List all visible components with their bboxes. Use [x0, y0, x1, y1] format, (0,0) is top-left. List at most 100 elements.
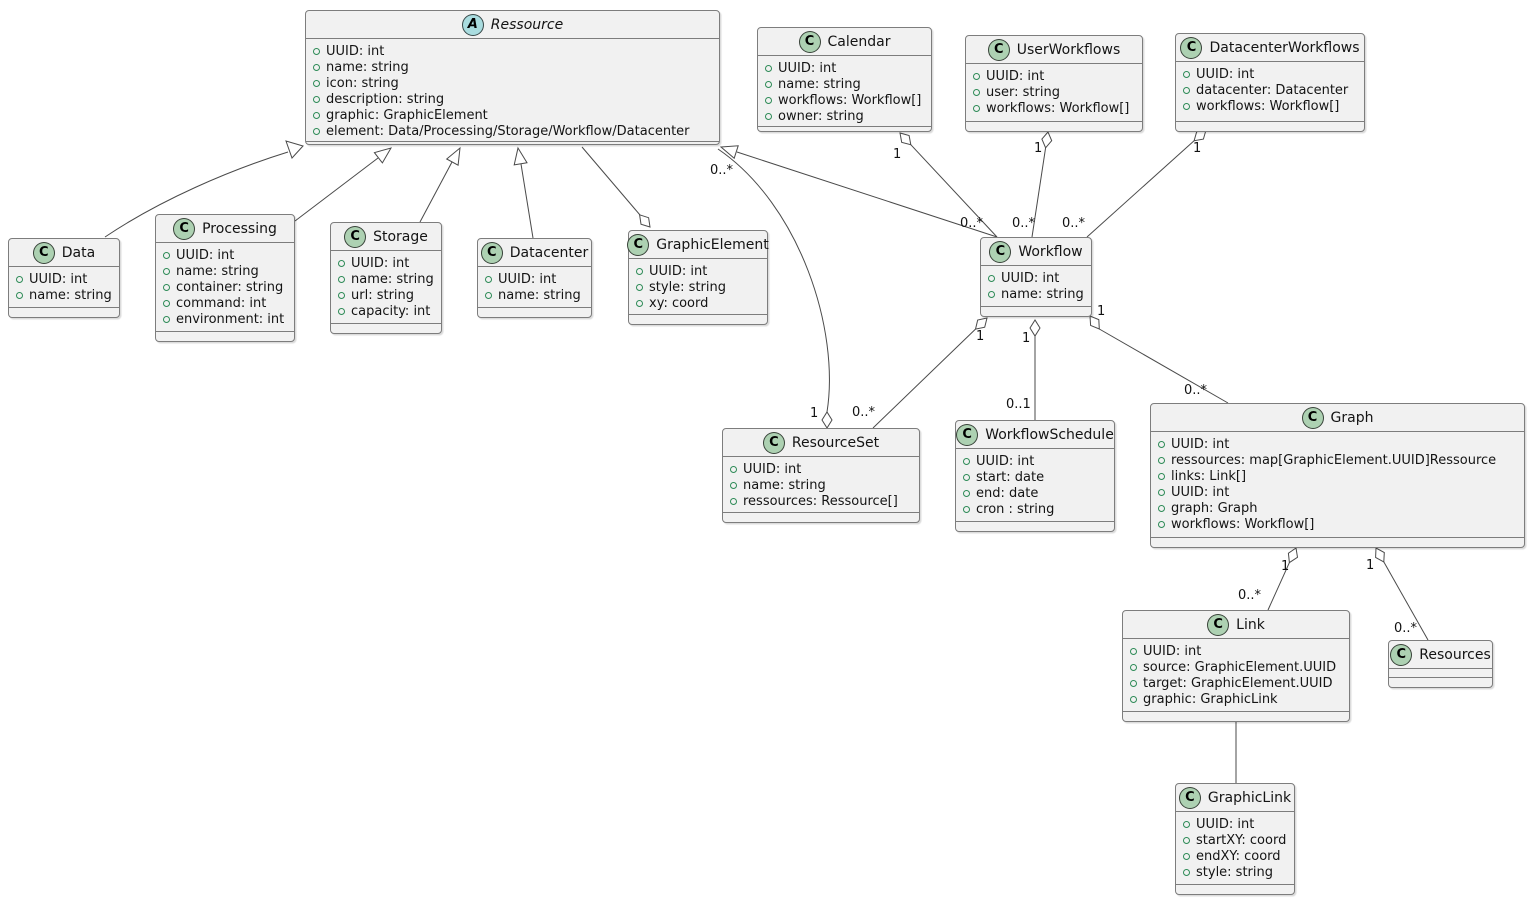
class-data: C Data UUID: int name: string — [8, 238, 120, 318]
attribute: name: string — [498, 287, 581, 303]
class-methods-compartment — [9, 307, 119, 317]
class-attributes: UUID: int name: string ressources: Resso… — [723, 457, 919, 512]
edge-datacenter-extends-ressource — [513, 146, 534, 239]
edge-workflow-extends-ressource — [719, 145, 998, 238]
class-title: Datacenter — [509, 244, 589, 261]
multiplicity-label: 1 — [976, 329, 984, 344]
field-visibility-icon — [1158, 440, 1165, 448]
class-datacenterworkflows: C DatacenterWorkflows UUID: int datacent… — [1175, 33, 1365, 132]
class-attributes: UUID: int name: string icon: string desc… — [306, 39, 719, 141]
attribute: graphic: GraphicElement — [326, 107, 488, 123]
attribute: name: string — [326, 59, 409, 75]
generalization-arrowhead-icon — [719, 145, 739, 160]
class-methods-compartment — [629, 314, 767, 324]
field-visibility-icon — [1183, 820, 1190, 828]
field-visibility-icon — [973, 104, 980, 112]
attribute: icon: string — [326, 75, 399, 91]
attribute: name: string — [29, 287, 112, 303]
multiplicity-label: 0..1 — [1006, 397, 1031, 412]
field-visibility-icon — [16, 275, 23, 283]
field-visibility-icon — [313, 63, 320, 71]
class-link: C Link UUID: int source: GraphicElement.… — [1122, 610, 1350, 722]
field-visibility-icon — [1158, 472, 1165, 480]
class-title: Ressource — [490, 16, 564, 33]
class-title: Storage — [373, 228, 428, 245]
field-visibility-icon — [636, 267, 643, 275]
attribute: UUID: int — [176, 247, 235, 263]
attribute: user: string — [986, 84, 1060, 100]
class-methods-compartment — [758, 126, 931, 136]
field-visibility-icon — [313, 95, 320, 103]
aggregation-diamond-icon — [1089, 315, 1100, 330]
class-title: Resources — [1419, 646, 1491, 663]
attribute: name: string — [778, 76, 861, 92]
edge-processing-extends-ressource — [294, 147, 393, 222]
class-datacenter: C Datacenter UUID: int name: string — [477, 238, 592, 318]
edge-ressource-graphicelement — [581, 146, 651, 228]
field-visibility-icon — [963, 457, 970, 465]
attribute: datacenter: Datacenter — [1196, 82, 1349, 98]
attribute: UUID: int — [743, 461, 802, 477]
class-attributes: UUID: int ressources: map[GraphicElement… — [1151, 432, 1524, 537]
class-attributes: UUID: int style: string xy: coord — [629, 259, 767, 314]
class-title: Workflow — [1018, 243, 1083, 260]
edge-workflow-graph: 1 0..* — [1089, 304, 1229, 404]
class-methods-compartment — [156, 331, 294, 341]
field-visibility-icon — [1183, 70, 1190, 78]
class-attributes: UUID: int name: string container: string… — [156, 243, 294, 331]
class-title: ResourceSet — [791, 434, 880, 451]
class-title: Processing — [202, 220, 277, 237]
attribute: UUID: int — [1196, 66, 1255, 82]
class-attributes — [1389, 669, 1492, 677]
field-visibility-icon — [636, 299, 643, 307]
class-header: C Calendar — [758, 28, 931, 56]
class-title: Data — [61, 244, 96, 261]
class-header: C Processing — [156, 215, 294, 243]
field-visibility-icon — [313, 47, 320, 55]
class-title: GraphicElement — [656, 236, 769, 253]
multiplicity-label: 1 — [1022, 331, 1030, 346]
class-workflowschedule: C WorkflowSchedule UUID: int start: date… — [955, 420, 1115, 532]
attribute: UUID: int — [29, 271, 88, 287]
class-icon: C — [344, 225, 367, 248]
class-resources: C Resources — [1388, 640, 1493, 688]
class-methods-compartment — [1176, 121, 1364, 131]
field-visibility-icon — [338, 275, 345, 283]
aggregation-diamond-icon — [1375, 547, 1385, 563]
class-header: C Workflow — [981, 238, 1091, 266]
field-visibility-icon — [163, 283, 170, 291]
class-icon: C — [1178, 786, 1201, 809]
attribute: style: string — [1196, 864, 1274, 880]
class-title: WorkflowSchedule — [985, 426, 1114, 443]
field-visibility-icon — [963, 505, 970, 513]
aggregation-diamond-icon — [638, 214, 651, 228]
class-header: C ResourceSet — [723, 429, 919, 457]
class-methods-compartment — [1151, 537, 1524, 547]
class-methods-compartment — [981, 306, 1091, 316]
class-methods-compartment — [306, 141, 719, 151]
field-visibility-icon — [163, 299, 170, 307]
class-methods-compartment — [331, 323, 441, 333]
attribute: links: Link[] — [1171, 468, 1247, 484]
field-visibility-icon — [765, 112, 772, 120]
attribute: UUID: int — [986, 68, 1045, 84]
class-attributes: UUID: int start: date end: date cron : s… — [956, 449, 1114, 521]
multiplicity-label: 0..* — [1184, 383, 1208, 398]
attribute: environment: int — [176, 311, 285, 327]
attribute: UUID: int — [778, 60, 837, 76]
field-visibility-icon — [973, 72, 980, 80]
class-icon: C — [956, 423, 979, 446]
field-visibility-icon — [1130, 695, 1137, 703]
class-methods-compartment — [1389, 677, 1492, 687]
class-header: C DatacenterWorkflows — [1176, 34, 1364, 62]
field-visibility-icon — [1183, 836, 1190, 844]
attribute: name: string — [1001, 286, 1084, 302]
class-methods-compartment — [723, 512, 919, 522]
attribute: owner: string — [778, 108, 864, 124]
class-ressource: A Ressource UUID: int name: string icon:… — [305, 10, 720, 145]
attribute: startXY: coord — [1196, 832, 1287, 848]
class-storage: C Storage UUID: int name: string url: st… — [330, 222, 442, 334]
attribute: UUID: int — [351, 255, 410, 271]
attribute: name: string — [351, 271, 434, 287]
field-visibility-icon — [1130, 663, 1137, 671]
